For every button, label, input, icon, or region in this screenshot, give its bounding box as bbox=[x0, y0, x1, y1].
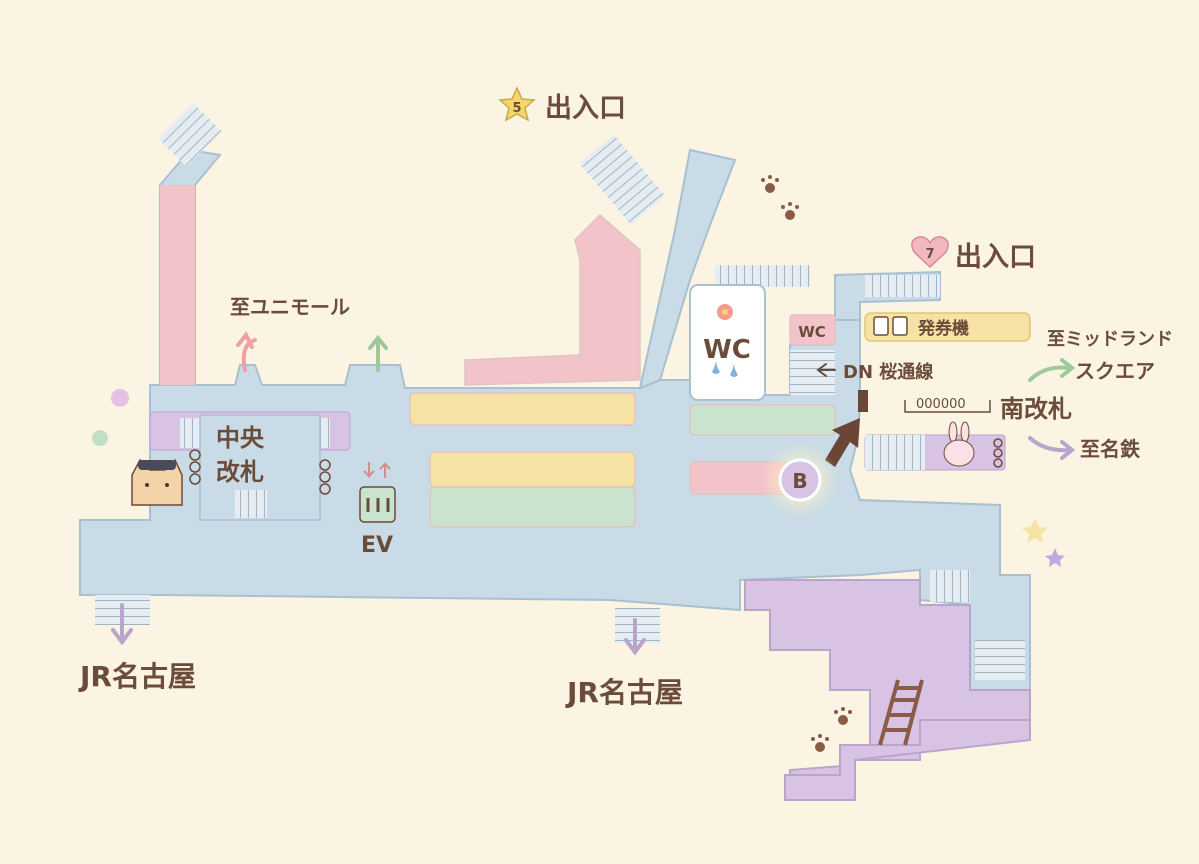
south-gate-post bbox=[858, 390, 868, 412]
rabbit-icon bbox=[943, 421, 975, 467]
stairs-group bbox=[95, 103, 1025, 680]
star-icon-purple bbox=[1045, 548, 1065, 567]
arrow-jr-left bbox=[111, 603, 133, 646]
meitetsu-label[interactable]: 至名鉄 bbox=[1080, 437, 1140, 461]
arrow-jr-center bbox=[624, 618, 646, 656]
marker-b-label: B bbox=[792, 469, 807, 493]
green-block-wc bbox=[689, 404, 836, 436]
ladder-icon bbox=[878, 679, 924, 746]
yellow-block-top bbox=[409, 392, 636, 426]
ev-label[interactable]: EV bbox=[361, 533, 393, 558]
central-gate-area bbox=[149, 411, 351, 521]
exit7-label[interactable]: 出入口 bbox=[955, 242, 1036, 273]
ticket-machine-label[interactable]: 発券機 bbox=[917, 318, 969, 339]
jr-center-label[interactable]: JR名古屋 bbox=[565, 676, 683, 709]
stairs-se bbox=[975, 640, 1025, 680]
wc-main-label[interactable]: WC bbox=[703, 335, 751, 365]
stairs-se-top bbox=[930, 570, 970, 602]
stairs-exit7 bbox=[865, 275, 940, 297]
yellow-block-mid bbox=[429, 451, 636, 488]
gate-counter: 000000 bbox=[916, 397, 966, 412]
pink-block-wc-small bbox=[789, 314, 836, 346]
pink-block-large bbox=[464, 213, 641, 386]
midland-label-2[interactable]: スクエア bbox=[1075, 359, 1155, 383]
exit5-label[interactable]: 出入口 bbox=[545, 93, 626, 124]
wc-small-label[interactable]: WC bbox=[798, 323, 826, 341]
jr-left-label[interactable]: JR名古屋 bbox=[78, 660, 196, 693]
ev-arrows-icon bbox=[363, 461, 391, 479]
green-block-mid bbox=[429, 486, 636, 528]
current-location-b-marker[interactable] bbox=[778, 458, 822, 502]
ticket-icon-1 bbox=[873, 316, 889, 336]
station-master-cat-icon bbox=[131, 458, 183, 506]
star-icon-yellow bbox=[1022, 518, 1048, 543]
central-gate-label-2[interactable]: 改札 bbox=[216, 458, 264, 486]
stairs-north-right bbox=[715, 265, 810, 287]
dn-sakura-label[interactable]: DN 桜通線 bbox=[843, 361, 933, 383]
direction-arrows bbox=[111, 331, 1076, 656]
stairs-wc-left bbox=[790, 350, 835, 395]
direction-arrow bbox=[825, 418, 860, 467]
exit5-number: 5 bbox=[512, 101, 521, 116]
heart-icon bbox=[911, 236, 949, 269]
wc-room bbox=[689, 284, 766, 401]
arrow-meitetsu bbox=[1028, 436, 1076, 460]
flower-icon-left2 bbox=[92, 430, 108, 446]
north-corridor bbox=[638, 148, 737, 390]
star-icon bbox=[498, 86, 536, 122]
central-gate-label-1[interactable]: 中央 bbox=[216, 424, 265, 452]
water-drop-icon bbox=[712, 360, 738, 377]
arrow-midland bbox=[1028, 358, 1076, 382]
midland-label-1[interactable]: 至ミッドランド bbox=[1047, 329, 1173, 350]
stairs-nw bbox=[158, 103, 222, 167]
stairs-exit5 bbox=[579, 134, 666, 225]
stairs-jr-center bbox=[615, 608, 660, 643]
arrow-dn bbox=[816, 363, 836, 377]
unimall-label[interactable]: 至ユニモール bbox=[230, 295, 350, 319]
ev-people-icon bbox=[366, 498, 390, 512]
decorations bbox=[92, 175, 1065, 752]
purple-area-step bbox=[784, 719, 1031, 801]
paw-icons bbox=[761, 175, 852, 752]
flower-icon-left bbox=[111, 389, 129, 407]
arrow-unimall-left bbox=[241, 338, 257, 372]
pink-block-nw bbox=[160, 185, 195, 385]
south-gate-area bbox=[864, 400, 1006, 471]
arrow-unimall-right bbox=[368, 334, 388, 372]
south-gate-label[interactable]: 南改札 bbox=[1000, 395, 1072, 423]
ticket-icon-2 bbox=[892, 316, 908, 336]
exit7-number: 7 bbox=[925, 247, 934, 262]
